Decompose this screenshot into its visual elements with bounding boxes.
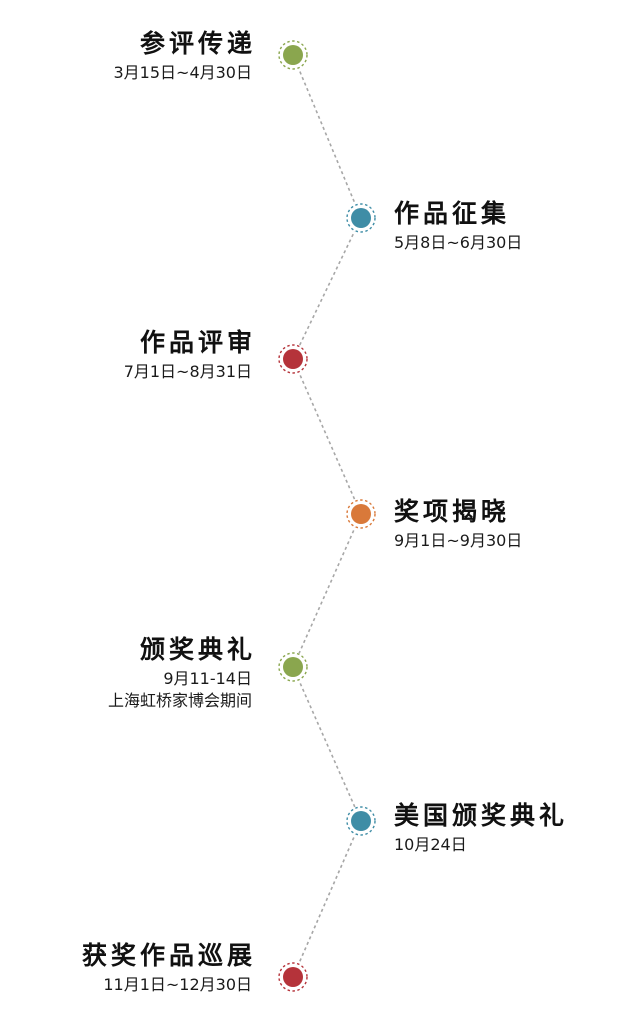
stage-date: 9月11-14日 上海虹桥家博会期间 [108,668,252,712]
timeline-connector [292,358,362,515]
stage-date: 7月1日~8月31日 [123,362,252,381]
stage-title: 参评传递 [139,29,256,58]
timeline-node-dot [283,349,303,369]
stage-title: 获奖作品巡展 [81,941,256,970]
timeline-connector [292,666,362,822]
timeline-node-dot [351,504,371,524]
timeline-connector [292,217,362,360]
stage-date: 11月1日~12月30日 [103,975,252,994]
stage-venue: 上海虹桥家博会期间 [107,691,252,710]
timeline-node-ring [278,40,308,70]
stage-5: 美国颁奖典礼 10月24日 [394,800,568,856]
stage-title: 美国颁奖典礼 [394,801,569,830]
timeline-node [278,652,308,682]
timeline-node-dot [351,208,371,228]
stage-title: 颁奖典礼 [139,635,256,664]
stage-4: 颁奖典礼 9月11-14日 上海虹桥家博会期间 [108,634,252,712]
timeline-node [346,203,376,233]
stage-date: 5月8日~6月30日 [394,233,523,252]
stage-title: 作品征集 [394,199,511,228]
stage-6: 获奖作品巡展 11月1日~12月30日 [82,940,252,996]
timeline-connector [292,513,362,668]
timeline-node-ring [278,652,308,682]
timeline-node-dot [283,967,303,987]
stage-date: 3月15日~4月30日 [113,63,253,82]
stage-date: 9月1日~9月30日 [394,531,523,550]
timeline-node-ring [346,203,376,233]
timeline-connectors [292,54,362,978]
timeline-node-dot [283,45,303,65]
timeline-node-ring [278,962,308,992]
timeline-node [278,962,308,992]
timeline-node-ring [346,806,376,836]
stage-date-line: 9月11-14日 [163,669,252,688]
timeline-node-ring [278,344,308,374]
timeline-node-dot [351,811,371,831]
stage-title: 作品评审 [139,328,256,357]
timeline-node-dot [283,657,303,677]
timeline-node [346,499,376,529]
timeline-markers [278,40,376,992]
timeline-node [278,344,308,374]
stage-date: 10月24日 [394,835,467,854]
stage-title: 奖项揭晓 [394,497,511,526]
stage-1: 作品征集 5月8日~6月30日 [394,198,522,254]
timeline-node [346,806,376,836]
stage-2: 作品评审 7月1日~8月31日 [124,327,252,383]
timeline-connector [292,820,362,978]
timeline-node-ring [346,499,376,529]
timeline-node [278,40,308,70]
stage-0: 参评传递 3月15日~4月30日 [114,28,253,84]
stage-3: 奖项揭晓 9月1日~9月30日 [394,496,522,552]
timeline-connector [292,54,362,219]
